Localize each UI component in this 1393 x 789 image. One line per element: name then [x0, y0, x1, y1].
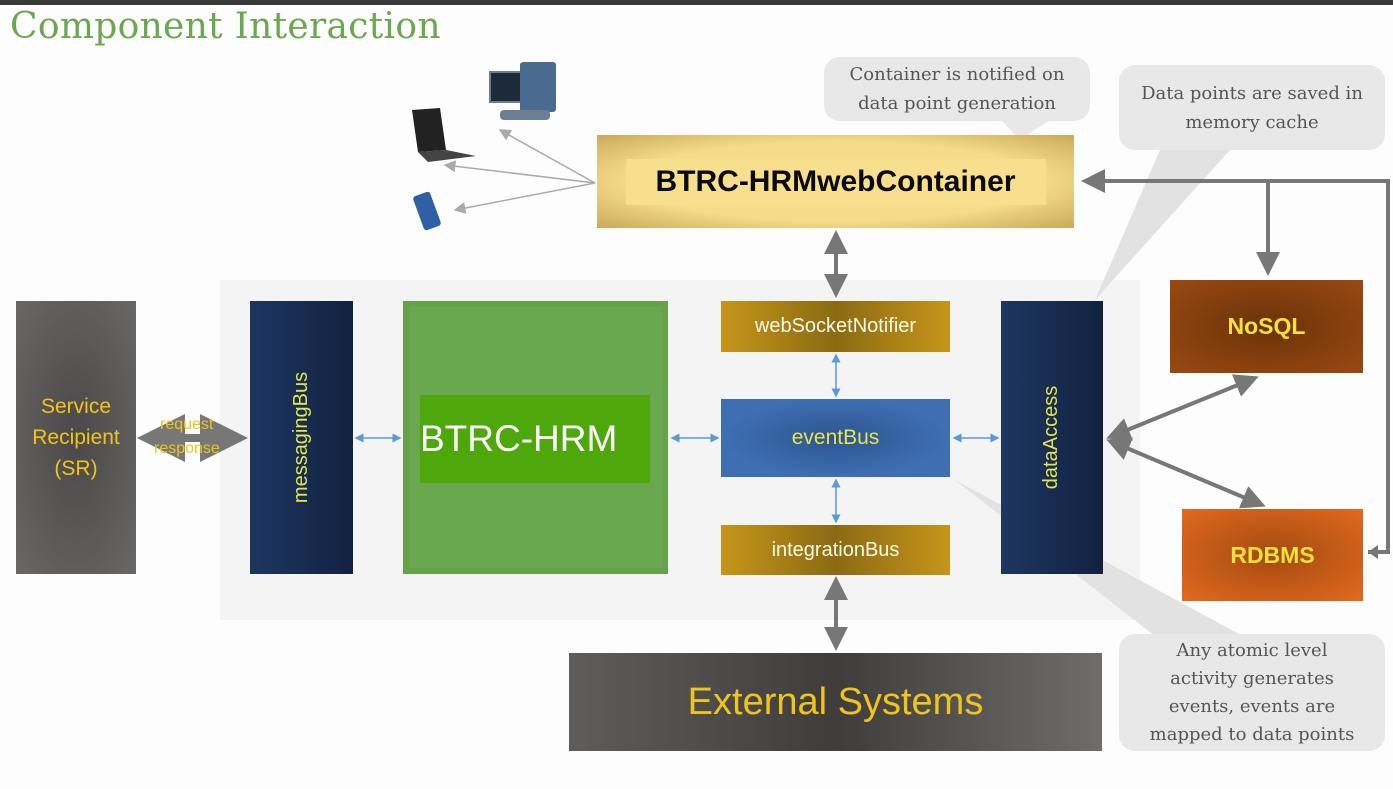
arrowhead-rdbms	[1368, 545, 1378, 559]
callout-line: Any atomic level	[1176, 640, 1328, 661]
service-recipient-box: Service Recipient (SR)	[16, 301, 136, 574]
callout-container-notified: Container is notified on data point gene…	[824, 57, 1090, 121]
rdbms-box: RDBMS	[1182, 509, 1363, 601]
web-container-prefix: BTRC-HRM	[655, 164, 818, 198]
messaging-bus-box: messagingBus	[250, 301, 353, 574]
link-mobile	[453, 182, 596, 214]
data-access-label: dataAccess	[1040, 385, 1063, 490]
callout-tail-memory	[1095, 150, 1230, 300]
event-bus-box: eventBus	[721, 399, 950, 477]
core-label: BTRC-HRM	[420, 395, 650, 483]
top-bar	[0, 0, 1393, 5]
messaging-bus-label: messagingBus	[290, 371, 312, 504]
web-container-name: webContainer	[817, 164, 1016, 198]
external-systems-box: External Systems	[569, 653, 1102, 751]
websocket-notifier-box: webSocketNotifier	[721, 301, 950, 352]
callout-line: mapped to data points	[1149, 724, 1355, 745]
arrow-dataaccess-nosql	[1106, 374, 1259, 441]
callout-line: Container is notified on	[849, 64, 1065, 85]
page-title: Component Interaction	[10, 6, 441, 47]
request-label: request	[160, 416, 214, 433]
sr-line: (SR)	[54, 457, 98, 480]
callout-atomic-activity: Any atomic level activity generates even…	[1119, 634, 1385, 751]
link-desktop	[498, 129, 596, 184]
response-label: response	[154, 440, 220, 457]
callout-line: memory cache	[1185, 112, 1319, 133]
callout-line: activity generates	[1170, 668, 1334, 689]
web-container-box: BTRC-HRMwebContainer	[597, 135, 1074, 228]
data-access-box: dataAccess	[1001, 301, 1103, 574]
laptop-icon	[412, 108, 476, 162]
sr-line: Service	[40, 395, 112, 418]
callout-line: data point generation	[858, 93, 1056, 114]
callout-line: events, events are	[1168, 696, 1336, 717]
callout-memory-cache: Data points are saved in memory cache	[1119, 65, 1385, 150]
link-laptop	[443, 160, 596, 184]
component-panel	[220, 280, 1140, 620]
nosql-box: NoSQL	[1170, 280, 1363, 373]
callout-tail-container	[1002, 121, 1048, 140]
mobile-phone-icon	[413, 191, 441, 231]
callout-line: Data points are saved in	[1141, 83, 1363, 104]
integration-bus-box: integrationBus	[721, 525, 950, 575]
sr-line: Recipient	[32, 426, 120, 449]
arrow-dataaccess-rdbms	[1106, 437, 1266, 509]
web-container-label: BTRC-HRMwebContainer	[625, 158, 1046, 205]
desktop-computer-icon	[489, 62, 556, 120]
